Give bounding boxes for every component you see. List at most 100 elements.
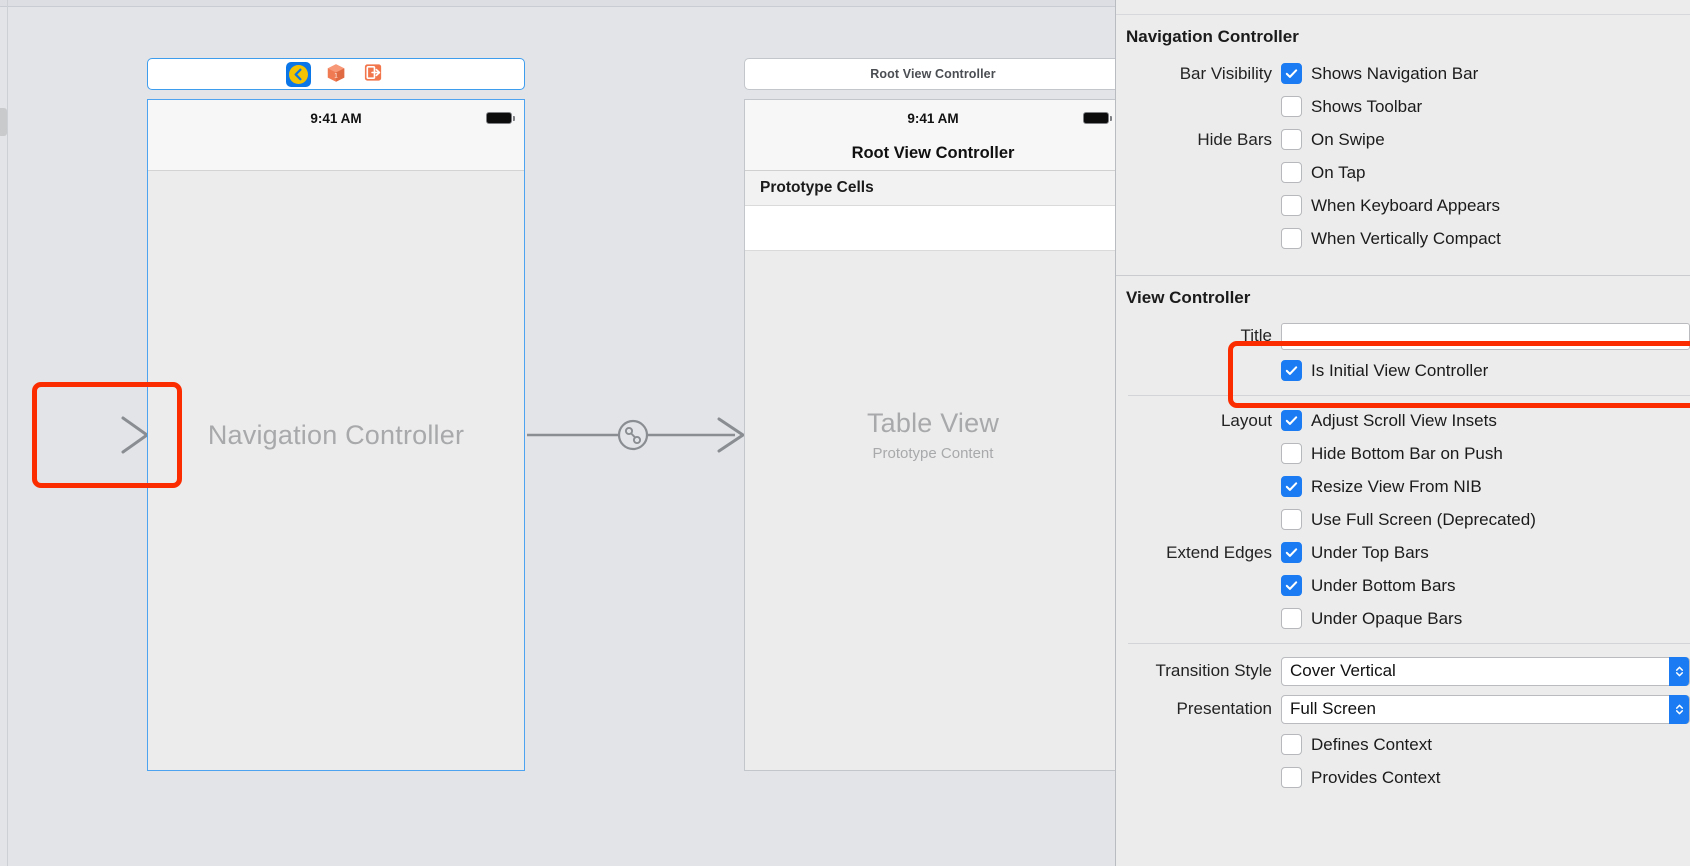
presentation-dropdown[interactable]: Full Screen — [1281, 694, 1690, 724]
checkbox-when-keyboard-appears[interactable] — [1281, 195, 1302, 216]
checkbox-is-initial-view-controller[interactable] — [1281, 360, 1302, 381]
checkbox-label: Resize View From NIB — [1311, 476, 1482, 496]
section-separator — [1116, 275, 1690, 276]
scene-root-view-controller[interactable]: Root View Controller 9:41 AM Root View C… — [744, 58, 1115, 771]
row-is-initial-view-controller[interactable]: Is Initial View Controller — [1116, 354, 1690, 387]
checkbox-hide-bottom-bar-on-push[interactable] — [1281, 443, 1302, 464]
row-label: Title — [1240, 326, 1273, 345]
navigation-bar-area — [148, 136, 524, 171]
checkbox-label: On Tap — [1311, 162, 1366, 182]
placeholder-sublabel: Prototype Content — [872, 445, 994, 462]
scene-dock-root-view-controller[interactable]: Root View Controller — [744, 58, 1115, 90]
prototype-cells-header: Prototype Cells — [745, 171, 1115, 206]
row-title[interactable]: Title — [1116, 318, 1690, 354]
checkbox-label: Is Initial View Controller — [1311, 360, 1489, 380]
checkbox-under-bottom-bars[interactable] — [1281, 575, 1302, 596]
checkbox-label: Provides Context — [1311, 767, 1441, 787]
row-label: Bar Visibility — [1179, 63, 1272, 83]
checkbox-under-top-bars[interactable] — [1281, 542, 1302, 563]
row-hide-bars-when-vertically-compact[interactable]: When Vertically Compact — [1116, 222, 1690, 255]
row-under-opaque-bars[interactable]: Under Opaque Bars — [1116, 602, 1690, 635]
row-hide-bars-on-swipe[interactable]: Hide Bars On Swipe — [1116, 123, 1690, 156]
status-bar: 9:41 AM — [148, 100, 524, 136]
row-under-bottom-bars[interactable]: Under Bottom Bars — [1116, 569, 1690, 602]
checkbox-shows-toolbar[interactable] — [1281, 96, 1302, 117]
canvas-scrollbar[interactable] — [0, 108, 7, 136]
checkbox-label: Shows Toolbar — [1311, 96, 1423, 116]
row-defines-context[interactable]: Defines Context — [1116, 728, 1690, 761]
transition-style-dropdown[interactable]: Cover Vertical — [1281, 656, 1690, 686]
row-label: Extend Edges — [1166, 542, 1272, 562]
scene-dock-navigation-controller[interactable]: 1 — [147, 58, 525, 90]
row-adjust-scroll-view-insets[interactable]: Layout Adjust Scroll View Insets — [1116, 404, 1690, 437]
row-provides-context[interactable]: Provides Context — [1116, 761, 1690, 794]
inspector-section-view-controller: View Controller Title Is Initial View Co… — [1116, 276, 1690, 794]
placeholder-label: Table View — [866, 408, 1000, 438]
row-label: Layout — [1220, 410, 1272, 430]
checkbox-label: Shows Navigation Bar — [1311, 63, 1479, 83]
view-controller-icon[interactable] — [285, 61, 311, 87]
row-transition-style[interactable]: Transition Style Cover Vertical — [1116, 652, 1690, 690]
device-canvas-root-view-controller[interactable]: 9:41 AM Root View Controller Prototype C… — [744, 99, 1115, 771]
checkbox-label: Use Full Screen (Deprecated) — [1311, 509, 1536, 529]
prototype-cell[interactable] — [745, 206, 1115, 251]
checkbox-use-full-screen[interactable] — [1281, 509, 1302, 530]
checkbox-label: Under Opaque Bars — [1311, 608, 1463, 628]
placeholder-label: Navigation Controller — [207, 419, 465, 450]
exit-icon[interactable] — [363, 62, 387, 86]
checkbox-adjust-scroll-view-insets[interactable] — [1281, 410, 1302, 431]
scene-dock-label: Root View Controller — [870, 67, 996, 81]
navigation-controller-placeholder: Navigation Controller — [148, 100, 524, 770]
status-bar: 9:41 AM — [745, 100, 1115, 136]
checkbox-label: When Vertically Compact — [1311, 228, 1501, 248]
checkbox-label: When Keyboard Appears — [1311, 195, 1501, 215]
row-under-top-bars[interactable]: Extend Edges Under Top Bars — [1116, 536, 1690, 569]
storyboard-canvas[interactable]: 1 9:41 AM — [0, 0, 1115, 866]
checkbox-on-tap[interactable] — [1281, 162, 1302, 183]
checkbox-shows-navigation-bar[interactable] — [1281, 63, 1302, 84]
device-canvas-navigation-controller[interactable]: 9:41 AM Navigation Controller — [147, 99, 525, 771]
row-label: Presentation — [1176, 699, 1272, 718]
checkbox-on-swipe[interactable] — [1281, 129, 1302, 150]
checkbox-label: On Swipe — [1311, 129, 1385, 149]
checkbox-under-opaque-bars[interactable] — [1281, 608, 1302, 629]
checkbox-label: Under Top Bars — [1311, 542, 1429, 562]
checkbox-when-vertically-compact[interactable] — [1281, 228, 1302, 249]
first-responder-icon[interactable]: 1 — [325, 62, 349, 86]
inspector-divider — [1128, 395, 1690, 396]
title-input[interactable] — [1281, 322, 1690, 350]
checkbox-label: Hide Bottom Bar on Push — [1311, 443, 1503, 463]
battery-icon — [1083, 112, 1112, 124]
checkbox-label: Defines Context — [1311, 734, 1432, 754]
checkbox-label: Under Bottom Bars — [1311, 575, 1456, 595]
presentation-value: Full Screen — [1290, 699, 1376, 718]
row-label: Transition Style — [1155, 661, 1272, 680]
checkbox-resize-view-from-nib[interactable] — [1281, 476, 1302, 497]
row-resize-view-from-nib[interactable]: Resize View From NIB — [1116, 470, 1690, 503]
navigation-bar-title: Root View Controller — [745, 136, 1115, 171]
inspector-divider — [1128, 643, 1690, 644]
checkbox-defines-context[interactable] — [1281, 734, 1302, 755]
row-hide-bars-when-keyboard-appears[interactable]: When Keyboard Appears — [1116, 189, 1690, 222]
status-time: 9:41 AM — [907, 110, 959, 126]
inspector-top-gap — [1116, 0, 1690, 15]
checkbox-label: Adjust Scroll View Insets — [1311, 410, 1497, 430]
row-hide-bottom-bar-on-push[interactable]: Hide Bottom Bar on Push — [1116, 437, 1690, 470]
row-hide-bars-on-tap[interactable]: On Tap — [1116, 156, 1690, 189]
attributes-inspector-panel[interactable]: Navigation Controller Bar Visibility Sho… — [1115, 0, 1690, 866]
row-label: Hide Bars — [1197, 129, 1272, 149]
row-use-full-screen[interactable]: Use Full Screen (Deprecated) — [1116, 503, 1690, 536]
transition-style-value: Cover Vertical — [1290, 661, 1396, 680]
chevron-updown-icon[interactable] — [1669, 656, 1689, 686]
row-presentation[interactable]: Presentation Full Screen — [1116, 690, 1690, 728]
battery-icon — [486, 112, 515, 124]
inspector-section-navigation-controller: Navigation Controller Bar Visibility Sho… — [1116, 15, 1690, 255]
checkbox-provides-context[interactable] — [1281, 767, 1302, 788]
chevron-updown-icon[interactable] — [1669, 694, 1689, 724]
scene-navigation-controller[interactable]: 1 9:41 AM — [147, 58, 525, 771]
row-shows-toolbar[interactable]: Shows Toolbar — [1116, 90, 1690, 123]
canvas-top-strip — [0, 0, 1115, 7]
canvas-left-edge — [7, 0, 8, 866]
row-shows-navigation-bar[interactable]: Bar Visibility Shows Navigation Bar — [1116, 57, 1690, 90]
